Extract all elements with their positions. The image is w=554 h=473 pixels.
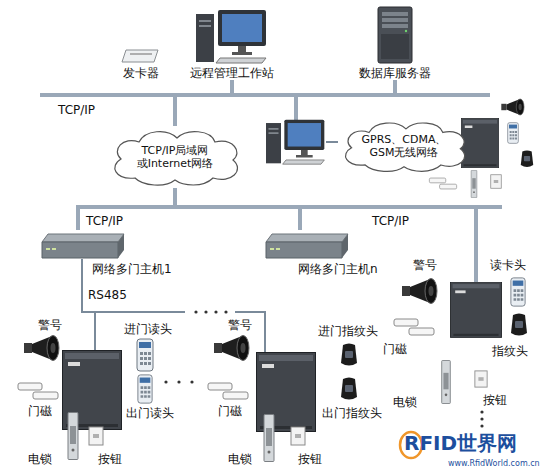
- network-cloud: TCP/IP局域网 或Internet网络: [105, 126, 245, 188]
- bus-label: RS485: [88, 288, 127, 302]
- device-label: 按钮: [483, 393, 507, 407]
- button-icon: [491, 175, 502, 189]
- dot: [214, 310, 217, 313]
- device-label: 出门读头: [126, 406, 174, 420]
- dot: [480, 424, 483, 427]
- protocol-label: TCP/IP: [58, 103, 95, 117]
- device-name: 网络多门主机1: [38, 262, 188, 276]
- siren-icon: [214, 336, 249, 361]
- device-label: 读卡头: [490, 258, 526, 272]
- host-icon: [266, 234, 348, 258]
- button-icon: [291, 427, 305, 445]
- button-icon: [89, 427, 103, 445]
- reader-icon: [511, 278, 525, 306]
- dot: [194, 310, 197, 313]
- device-label: 门磁: [383, 342, 407, 356]
- lock-icon: [471, 170, 477, 197]
- fingerprint-icon: [341, 378, 357, 400]
- lock-icon: [264, 415, 274, 462]
- fingerprint-icon: [511, 314, 527, 336]
- dot: [224, 310, 227, 313]
- device-label: 警号: [228, 318, 252, 332]
- door-magnet-icon: [429, 178, 456, 189]
- dot: [480, 417, 483, 420]
- reader-icon: [508, 123, 519, 144]
- wireless-cloud: GPRS、CDMA、 GSM无线网络: [336, 118, 472, 174]
- device-name: 网络多门主机n: [262, 262, 392, 276]
- siren-icon: [24, 336, 59, 361]
- network-drop: [474, 207, 478, 282]
- device-label: 门磁: [28, 404, 52, 418]
- cloud-text: TCP/IP局域网 或Internet网络: [125, 144, 225, 170]
- door-magnet-icon: [208, 383, 248, 399]
- device-label: 电锁: [393, 395, 417, 409]
- workstation-icon: [196, 10, 266, 63]
- device-name: 数据库服务器: [345, 66, 445, 80]
- dot: [480, 410, 483, 413]
- network-controller: 网络多门主机1: [38, 230, 188, 276]
- cloud-text: GPRS、CDMA、 GSM无线网络: [354, 133, 454, 159]
- card-issuer: 发卡器: [113, 44, 169, 80]
- workstation: 远程管理工作站: [180, 8, 284, 80]
- cloud-shape: [115, 132, 238, 185]
- fingerprint-icon: [521, 150, 533, 167]
- device-label: 门磁: [218, 404, 242, 418]
- network-controller: 网络多门主机n: [262, 230, 392, 276]
- lock-icon: [68, 413, 78, 460]
- card-issuer-icon: [122, 50, 158, 62]
- controller-icon: [450, 282, 501, 337]
- server-icon: [378, 7, 412, 63]
- siren-icon: [501, 99, 524, 115]
- network-drop: [294, 95, 298, 120]
- watermark: RFID世界网: [404, 432, 517, 454]
- device-name: 发卡器: [113, 66, 169, 80]
- device-label: 警号: [413, 258, 437, 272]
- controller-icon: [461, 118, 498, 167]
- cloud-shape: [346, 123, 465, 171]
- device-label: 出门指纹头: [322, 406, 382, 420]
- protocol-label: TCP/IP: [86, 214, 123, 228]
- door-magnet-icon: [394, 319, 434, 335]
- device-label: 警号: [38, 318, 62, 332]
- door-magnet-icon: [18, 383, 58, 399]
- device-label: 进门读头: [124, 322, 172, 336]
- dot: [190, 380, 193, 383]
- reader-icon: [137, 339, 153, 371]
- protocol-label: TCP/IP: [372, 214, 409, 228]
- device-label: 按钮: [98, 452, 122, 466]
- dot: [204, 310, 207, 313]
- fingerprint-icon: [341, 344, 357, 366]
- network-link: [175, 188, 300, 230]
- device-label: 电锁: [28, 452, 52, 466]
- watermark-url: www.RfidWorld.com.cn: [448, 459, 540, 469]
- button-icon: [475, 371, 487, 387]
- network-link: [175, 80, 232, 126]
- network-link: [175, 80, 395, 126]
- computer-icon: [266, 120, 324, 164]
- device-label: 按钮: [298, 452, 322, 466]
- siren-icon: [402, 279, 437, 304]
- continuation-dots: [164, 310, 483, 427]
- host-icon: [42, 234, 124, 258]
- dot: [177, 380, 180, 383]
- device-label: 进门指纹头: [318, 324, 378, 338]
- device-name: 远程管理工作站: [180, 66, 284, 80]
- database-server: 数据库服务器: [345, 8, 445, 80]
- reader-icon: [138, 375, 152, 403]
- lock-icon: [442, 360, 451, 403]
- device-label: 指纹头: [492, 344, 528, 358]
- dot: [164, 380, 167, 383]
- device-label: 电锁: [228, 452, 252, 466]
- network-link: [78, 188, 175, 230]
